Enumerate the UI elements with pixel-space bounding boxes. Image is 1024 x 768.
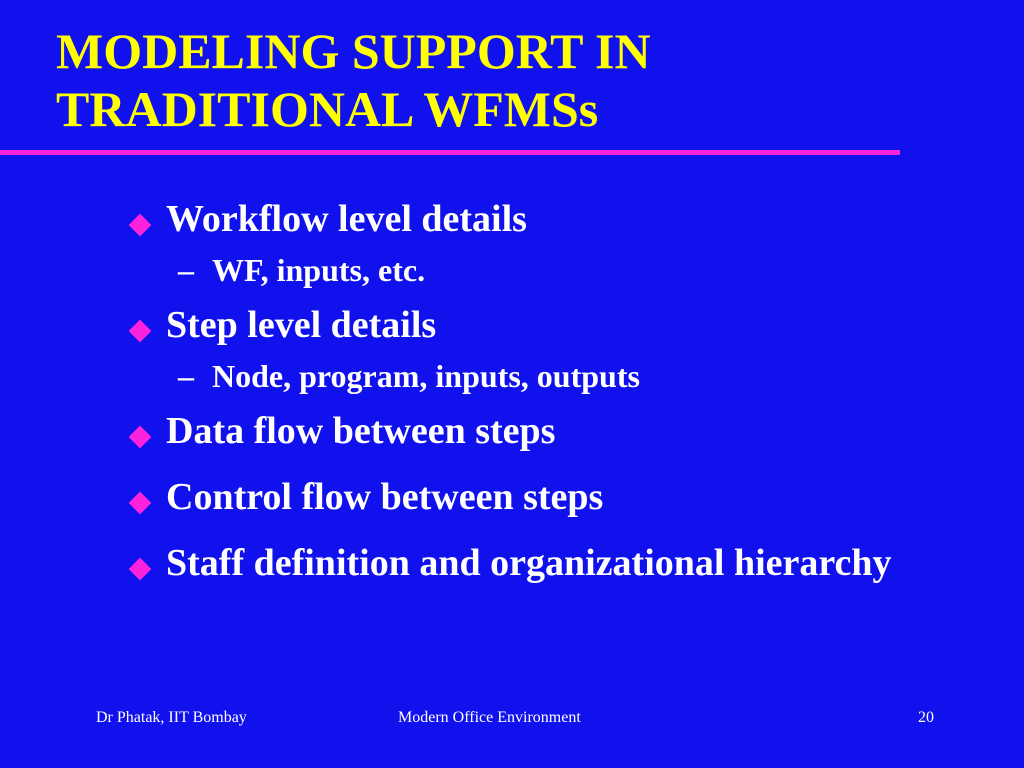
bullet-item: Step level details: [128, 302, 950, 348]
bullet-text: Step level details: [166, 304, 437, 346]
bullet-text: Data flow between steps: [166, 410, 556, 452]
diamond-icon: [128, 557, 152, 581]
sub-bullet-text: Node, program, inputs, outputs: [212, 358, 640, 394]
footer-title: Modern Office Environment: [398, 709, 581, 726]
slide-title-line-2: TRADITIONAL WFMSs: [56, 81, 599, 137]
diamond-icon: [128, 319, 152, 343]
bullet-text: Control flow between steps: [166, 476, 604, 518]
bullet-list: Workflow level details – WF, inputs, etc…: [128, 196, 950, 586]
footer-author: Dr Phatak, IIT Bombay: [96, 709, 247, 726]
bullet-text: Staff definition and organizational hier…: [166, 542, 892, 584]
diamond-icon: [128, 425, 152, 449]
bullet-item: Control flow between steps: [128, 474, 950, 520]
sub-bullet-item: – WF, inputs, etc.: [130, 250, 950, 290]
sub-bullet-item: – Node, program, inputs, outputs: [130, 356, 950, 396]
diamond-icon: [128, 213, 152, 237]
dash-marker: –: [178, 358, 194, 394]
bullet-item: Workflow level details: [128, 196, 950, 242]
bullet-item: Staff definition and organizational hier…: [128, 540, 950, 586]
diamond-icon: [128, 491, 152, 515]
footer-page-number: 20: [918, 709, 934, 726]
bullet-item: Data flow between steps: [128, 408, 950, 454]
sub-bullet-text: WF, inputs, etc.: [212, 252, 426, 288]
slide-title: MODELING SUPPORT IN TRADITIONAL WFMSs: [56, 22, 916, 138]
slide-title-line-1: MODELING SUPPORT IN: [56, 23, 651, 79]
bullet-text: Workflow level details: [166, 198, 527, 240]
dash-marker: –: [178, 252, 194, 288]
title-divider: [0, 150, 900, 155]
